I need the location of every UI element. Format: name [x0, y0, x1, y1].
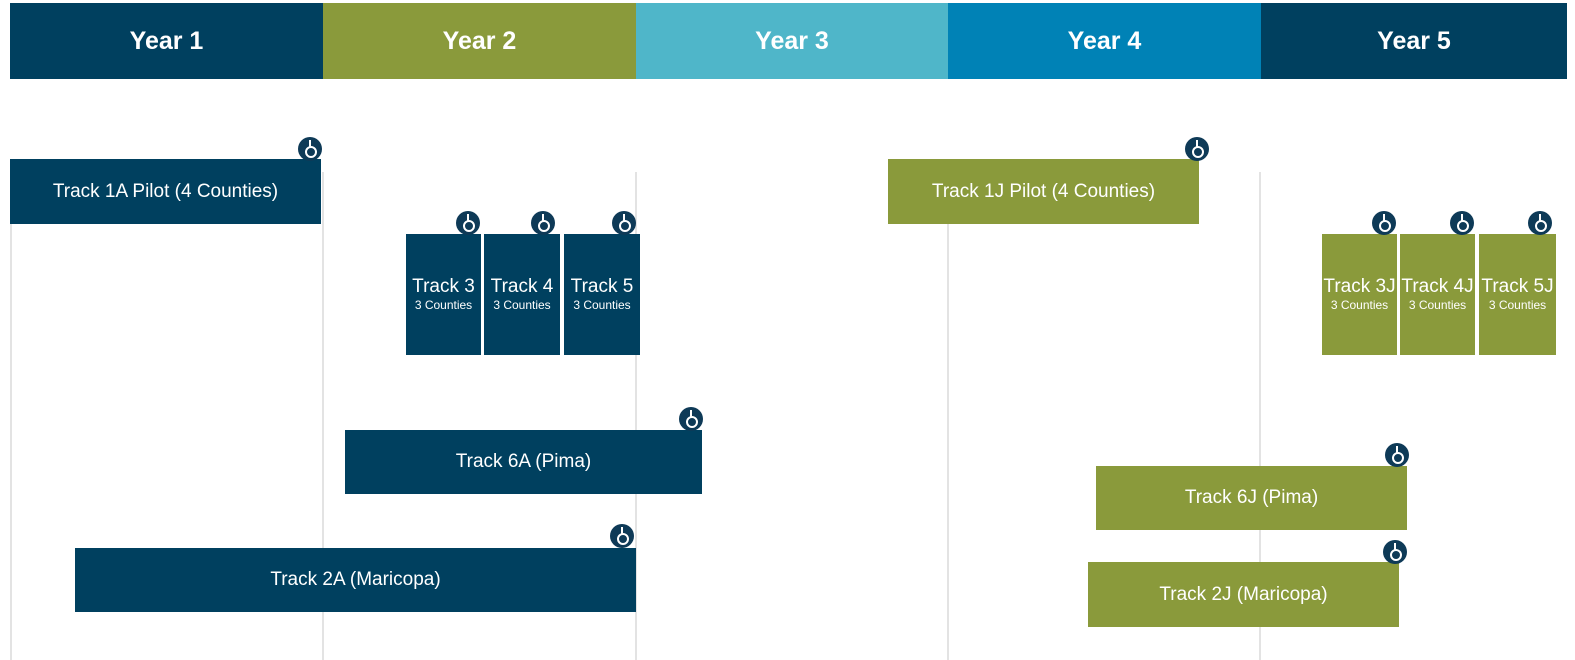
track-4j-counties: 3 Counties: [1408, 298, 1467, 312]
track-5-counties: 3 Counties: [573, 298, 631, 312]
track-5j-block: Track 5J 3 Counties: [1479, 234, 1556, 355]
track-3j-counties: 3 Counties: [1330, 298, 1389, 312]
track-5j-label: Track 5J: [1481, 276, 1554, 297]
track-4j-label: Track 4J: [1401, 276, 1474, 297]
year-3-header: Year 3: [636, 3, 948, 79]
milestone-marker-icon: [1450, 211, 1474, 235]
year-divider: [1259, 172, 1261, 660]
track-5j-counties: 3 Counties: [1488, 298, 1547, 312]
track-3-block: Track 3 3 Counties: [406, 234, 481, 355]
track-3j-label: Track 3J: [1323, 276, 1396, 297]
milestone-marker-icon: [1185, 137, 1209, 161]
track-4j-block: Track 4J 3 Counties: [1400, 234, 1475, 355]
milestone-marker-icon: [1385, 443, 1409, 467]
track-4-label: Track 4: [490, 276, 554, 297]
track-4-counties: 3 Counties: [493, 298, 551, 312]
milestone-marker-icon: [531, 211, 555, 235]
milestone-marker-icon: [1372, 211, 1396, 235]
track-2j-bar: Track 2J (Maricopa): [1088, 562, 1399, 627]
year-5-header: Year 5: [1261, 3, 1567, 79]
milestone-marker-icon: [612, 211, 636, 235]
year-4-header: Year 4: [948, 3, 1261, 79]
milestone-marker-icon: [1383, 540, 1407, 564]
year-1-header: Year 1: [10, 3, 323, 79]
track-6a-bar: Track 6A (Pima): [345, 430, 702, 494]
track-6j-bar: Track 6J (Pima): [1096, 466, 1407, 530]
year-divider: [947, 172, 949, 660]
year-divider: [10, 172, 12, 660]
milestone-marker-icon: [456, 211, 480, 235]
year-divider: [322, 172, 324, 660]
track-3j-block: Track 3J 3 Counties: [1322, 234, 1397, 355]
track-3-counties: 3 Counties: [414, 298, 473, 312]
milestone-marker-icon: [298, 137, 322, 161]
year-divider: [635, 172, 637, 660]
track-5-label: Track 5: [570, 276, 634, 297]
milestone-marker-icon: [610, 524, 634, 548]
track-4-block: Track 4 3 Counties: [484, 234, 560, 355]
track-1j-bar: Track 1J Pilot (4 Counties): [888, 159, 1199, 224]
track-2a-bar: Track 2A (Maricopa): [75, 548, 636, 612]
milestone-marker-icon: [1528, 211, 1552, 235]
track-1a-bar: Track 1A Pilot (4 Counties): [10, 159, 321, 224]
track-5-block: Track 5 3 Counties: [564, 234, 640, 355]
milestone-marker-icon: [679, 407, 703, 431]
year-2-header: Year 2: [323, 3, 636, 79]
track-3-label: Track 3: [412, 276, 475, 297]
